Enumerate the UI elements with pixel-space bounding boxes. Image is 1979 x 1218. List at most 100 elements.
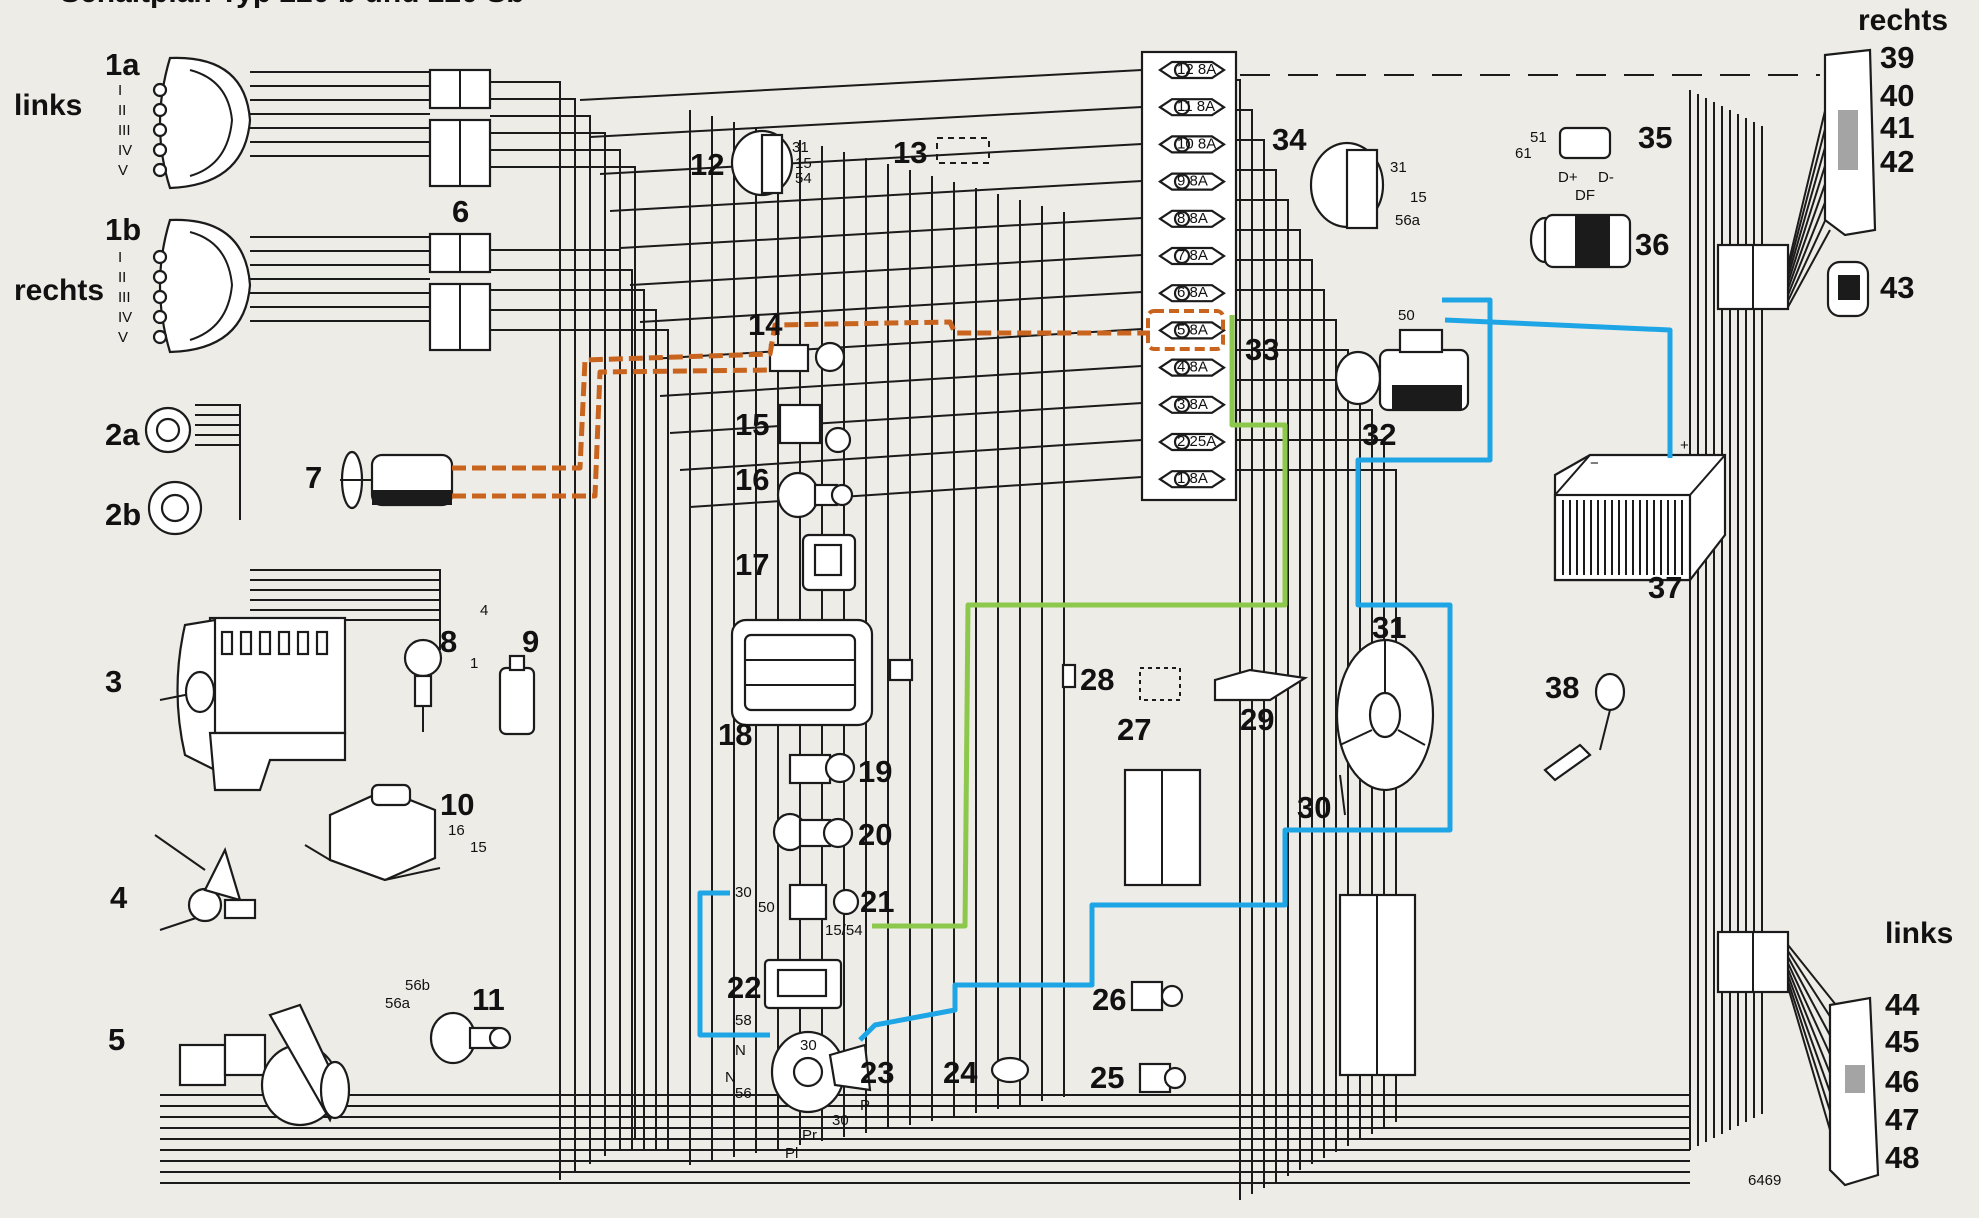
wiper-motor <box>178 1003 351 1127</box>
component-label-15: 15 <box>735 407 769 442</box>
component-label-32: 32 <box>1362 417 1396 452</box>
sensor-26 <box>1130 980 1184 1012</box>
component-label-14: 14 <box>748 307 783 342</box>
fuse-5: 5 8A <box>1158 321 1226 340</box>
rear-lamp-right <box>1823 48 1877 237</box>
switch-16 <box>776 471 854 519</box>
terminal-label-tPl: Pl <box>785 1145 798 1162</box>
terminal-label-t61: 61 <box>1515 145 1532 162</box>
terminal-label-minus: − <box>1590 455 1599 472</box>
terminal-label-t30: 30 <box>735 884 752 901</box>
component-label-4: 4 <box>110 880 128 915</box>
component-label-13: 13 <box>893 135 927 170</box>
wire-harness <box>160 69 1841 1200</box>
terminal-label-t50: 50 <box>1398 307 1415 324</box>
component-label-39: 39 <box>1880 40 1914 75</box>
fuse-label: 4 8A <box>1177 359 1208 376</box>
terminal-label-t50: 50 <box>758 899 775 916</box>
terminal-label-t15: 15 <box>795 155 812 172</box>
component-label-42: 42 <box>1880 144 1914 179</box>
component-label-29: 29 <box>1240 702 1274 737</box>
engine-block <box>159 616 347 792</box>
terminal-label-t15: 15 <box>1410 189 1427 206</box>
fuse-label: 5 8A <box>1177 321 1208 338</box>
instrument-cluster <box>730 618 914 727</box>
terminal-label-tDF: DF <box>1575 187 1595 204</box>
fuse-4: 4 8A <box>1158 358 1226 377</box>
component-label-20: 20 <box>858 817 892 852</box>
fuse-8: 8 8A <box>1158 209 1226 228</box>
fuse-label: 6 8A <box>1177 284 1208 301</box>
terminal-label-tN: N <box>735 1042 746 1059</box>
lamp-mark-bottom: III <box>118 289 131 306</box>
drawing-number: 6469 <box>1748 1172 1781 1189</box>
fuse-1: 1 8A <box>1158 470 1226 489</box>
terminal-label-t56b: 56b <box>405 977 430 994</box>
light-switch <box>770 1030 872 1114</box>
component-label-35: 35 <box>1638 120 1672 155</box>
side-label-rechts-top: rechts <box>1858 4 1948 37</box>
component-label-41: 41 <box>1880 110 1914 145</box>
component-label-25: 25 <box>1090 1060 1124 1095</box>
lamp-mark-bottom: I <box>118 249 122 266</box>
starter-motor <box>1334 328 1470 412</box>
terminal-label-t15: 15 <box>470 839 487 856</box>
component-label-21: 21 <box>860 884 894 919</box>
component-label-47: 47 <box>1885 1102 1919 1137</box>
fuse-7: 7 8A <box>1158 246 1226 266</box>
component-label-3: 3 <box>105 664 122 699</box>
relay-12 <box>730 129 794 197</box>
terminal-label-t16: 16 <box>448 822 465 839</box>
blue-wire-path <box>697 297 1673 1042</box>
component-label-30: 30 <box>1297 790 1331 825</box>
component-label-5: 5 <box>108 1022 125 1057</box>
component-label-45: 45 <box>1885 1024 1919 1059</box>
blower-motor <box>340 450 454 510</box>
switch-14 <box>768 341 846 373</box>
fuse-label: 9 8A <box>1177 173 1208 190</box>
lamp-mark-top: III <box>118 122 131 139</box>
component-label-40: 40 <box>1880 78 1914 113</box>
fuse-label: 3 8A <box>1177 396 1208 413</box>
fuse-label: 8 8A <box>1177 210 1208 227</box>
fuse-6: 6 8A <box>1158 284 1226 303</box>
fuse-2: 2 25A <box>1158 432 1226 452</box>
sender-19 <box>788 752 856 785</box>
alternator-36 <box>1529 213 1632 269</box>
connector-block-mid <box>1123 768 1417 1077</box>
fuse-label: 1 8A <box>1177 470 1208 487</box>
component-label-19: 19 <box>858 754 892 789</box>
sensor-24 <box>990 1056 1030 1084</box>
terminal-label-tDplus: D+ <box>1558 169 1578 186</box>
component-label-22: 22 <box>727 970 761 1005</box>
terminal-label-tP: P <box>860 1097 870 1114</box>
side-label-links-bottom: links <box>1885 917 1953 950</box>
terminal-label-t58: 58 <box>735 1012 752 1029</box>
headlight-left <box>158 56 252 190</box>
component-label-1a: 1a <box>105 47 140 82</box>
headlight-right <box>158 218 252 354</box>
component-label-23: 23 <box>860 1055 894 1090</box>
component-label-12: 12 <box>690 147 724 182</box>
component-label-44: 44 <box>1885 987 1920 1022</box>
component-label-26: 26 <box>1092 982 1126 1017</box>
terminal-label-t1: 1 <box>470 655 478 672</box>
terminal-label-t30: 30 <box>832 1112 849 1129</box>
lamp-mark-top: II <box>118 102 126 119</box>
component-label-11: 11 <box>472 982 505 1017</box>
terminal-label-t56: 56 <box>735 1085 752 1102</box>
terminal-label-t56a: 56a <box>1395 212 1421 229</box>
component-label-34: 34 <box>1272 122 1307 157</box>
component-label-1b: 1b <box>105 212 141 247</box>
connector-block-right <box>1716 243 1790 994</box>
regulator-35 <box>1558 126 1612 160</box>
component-28 <box>1061 663 1077 689</box>
terminal-label-t1554: 15/54 <box>825 922 863 939</box>
component-label-8: 8 <box>440 624 457 659</box>
component-label-28: 28 <box>1080 662 1114 697</box>
component-label-2b: 2b <box>105 497 141 532</box>
component-label-9: 9 <box>522 624 539 659</box>
lamp-43 <box>1826 260 1870 318</box>
orange-wire-path <box>452 309 1225 499</box>
